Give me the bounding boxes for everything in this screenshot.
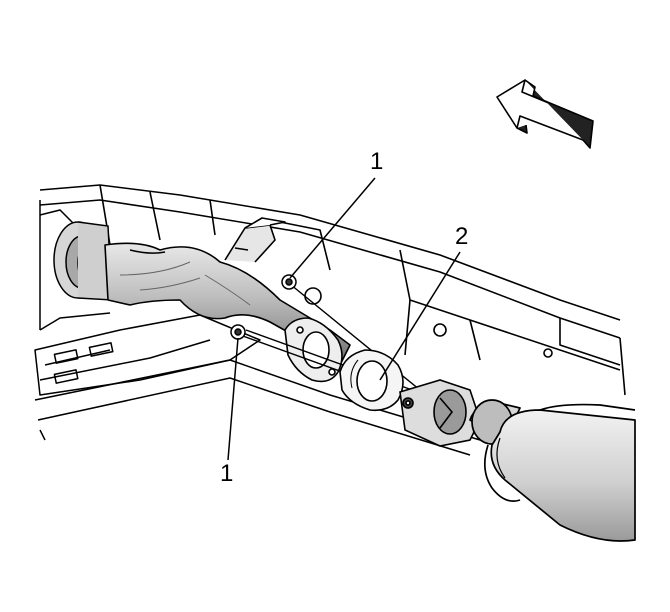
muffler xyxy=(469,399,636,542)
front-arrow-icon xyxy=(496,79,594,149)
callout-nut-lower: 1 xyxy=(220,460,234,487)
flange-nut-lower xyxy=(230,324,246,340)
frame-rail xyxy=(39,184,626,396)
callout-gasket: 2 xyxy=(455,223,469,250)
leader-lines xyxy=(227,177,461,461)
front-pipe-flange xyxy=(284,317,343,383)
callout-nut-upper: 1 xyxy=(370,148,384,175)
muffler-inlet-flange xyxy=(399,379,481,447)
exhaust-pipe xyxy=(104,217,351,366)
flange-nut-upper xyxy=(281,274,297,290)
left-panel xyxy=(39,200,76,330)
flange-gasket xyxy=(339,349,404,412)
converter-inlet-flange xyxy=(53,221,113,301)
